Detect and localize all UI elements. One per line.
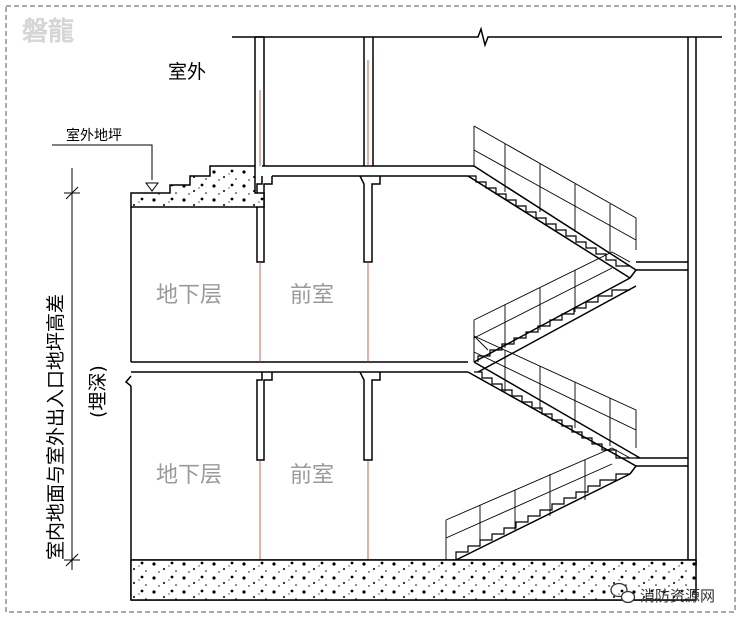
wechat-icon	[610, 582, 636, 604]
logo: 磐龍	[22, 16, 74, 47]
bottom-slab	[130, 559, 697, 601]
fire-wall-lines	[259, 60, 369, 560]
outer-frame	[5, 5, 736, 613]
anteroom-upper-label: 前室	[290, 283, 334, 308]
ground-pointer	[52, 144, 153, 180]
handrails	[445, 125, 637, 560]
basement-upper-label: 地下层	[156, 283, 222, 308]
watermark-text: 消防资源网	[640, 587, 715, 605]
depth-label: (埋深)	[87, 365, 109, 418]
basement-lower-label: 地下层	[156, 463, 222, 488]
outdoor-ground	[130, 165, 265, 208]
height-diff-label: 室内地面与室外出入口地坪高差	[45, 294, 67, 560]
outdoor-label: 室外	[168, 61, 206, 83]
structure-lines	[124, 26, 722, 601]
anteroom-lower-label: 前室	[290, 463, 334, 488]
ground-level-triangle-icon	[145, 182, 159, 192]
watermark: 消防资源网	[610, 582, 715, 605]
outdoor-ground-label: 室外地坪	[66, 127, 122, 144]
height-dimension	[64, 168, 80, 570]
